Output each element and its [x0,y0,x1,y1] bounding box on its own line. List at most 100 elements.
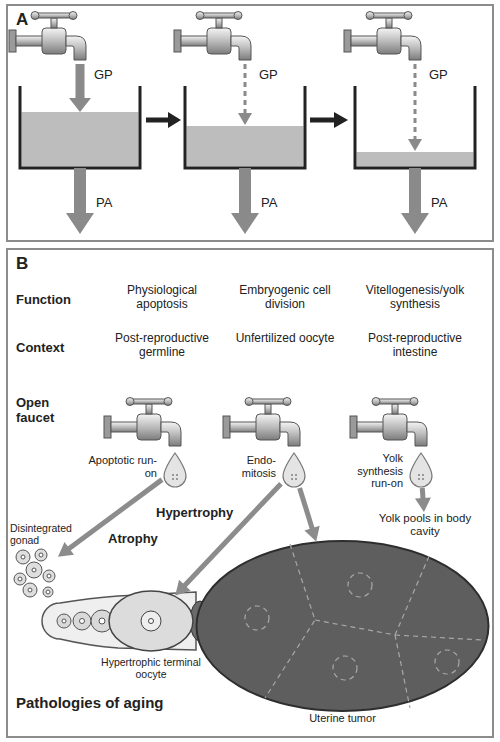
gp-streams-part [76,64,85,98]
faucets-panel-a [9,12,421,61]
drop-shape: Yolk synthesis run-on [408,452,434,488]
water-basins-part [187,126,304,167]
arrow-line [300,488,313,529]
gonad-cluster-outline-part [35,549,47,561]
gonad-cluster-outline-part [39,553,43,557]
process-label: Hypertrophy [156,506,233,521]
gp-streams [69,64,422,151]
drop-shape-outline-part [295,474,297,476]
sequence-arrows-part [334,112,348,128]
pa-drains-part [239,168,251,214]
arrow-line [420,488,426,499]
structure-label: Disintegrated gonad [10,522,90,546]
gonad-cluster-outline-part [16,550,30,564]
tumor-ellipse: Uterine tumor [195,540,490,712]
arrow-connector [415,488,431,512]
arrow-connector [300,488,320,541]
panel-letter: B [16,254,28,274]
row-heading: Context [16,341,64,356]
gonad-arm-part [57,614,71,628]
pa-drains-part [401,213,429,234]
drop-shape-outline-part [410,453,432,487]
drop-shape: Apoptotic run-on [162,452,188,488]
drop-label: Yolk synthesis run-on [343,452,403,490]
tumor-ellipse-outline-part [197,541,489,711]
drop-shape-outline-part [164,453,186,487]
gonad-cluster-outline [14,548,58,598]
water-basins [20,86,475,168]
drop-shape-outline-part [172,478,174,480]
structure-label: Uterine tumor [195,712,490,725]
arrow-head [58,542,74,557]
sequence-arrows-part [168,112,181,128]
flow-label: GP [94,68,113,83]
sequence-arrows-part [146,118,170,123]
gonad-cluster-outline-part [47,574,51,578]
arrow-connector [58,480,162,557]
gonad-cluster-outline-part [32,568,36,572]
tumor-ellipse-outline-part-part [435,650,459,674]
gp-streams-part [408,139,422,151]
gonad-arm-part [73,612,91,630]
context-text: Post-reproductive germline [107,332,217,360]
tumor-ellipse-outline-part-part [395,635,484,640]
oocyte-shape: Hypertrophic terminal oocyte [108,590,194,652]
panel-box: BApoptotic run-onEndo- mitosisYolk synth… [6,248,494,738]
faucets-panel-a-part [344,12,421,61]
drop-shape-outline [408,452,434,488]
drop-shape-outline-part [283,453,305,487]
drop-shape-outline [162,452,188,488]
drop-shape-outline-part [176,478,178,480]
flow-label: GP [259,68,278,83]
oocyte-shape-outline-part [109,591,193,651]
faucets-panel-b-part [104,398,181,447]
drop-shape-outline-part [422,478,424,480]
context-text: Post-reproductive intestine [353,332,477,360]
edge-label: Atrophy [108,532,158,547]
function-text: Physiological apoptosis [107,284,217,312]
gonad-cluster-outline-part [43,587,53,597]
oocyte-shape-outline-part [149,619,154,624]
flow-label: PA [431,196,447,211]
gonad-arm-part [62,619,66,623]
gonad-arm-part [80,619,85,624]
gp-streams-part [238,113,252,125]
gonad-arm-part [99,618,105,624]
gonad-cluster-outline-part [43,570,55,582]
context-text: Unfertilized oocyte [230,332,340,346]
flow-label: GP [429,68,448,83]
drop-shape-outline-part [291,478,293,480]
section-heading: Pathologies of aging [16,694,164,711]
gonad-cluster-outline-part [26,562,42,578]
panel-box: A [6,4,494,242]
drop-shape-outline [281,452,307,488]
drop-shape-outline-part [418,478,420,480]
flow-label: PA [261,196,277,211]
tumor-ellipse-outline-part-part [265,544,315,698]
pa-drains [66,168,429,234]
function-text: Embryogenic cell division [230,284,340,312]
arrow-line [68,480,162,549]
faucets-panel-b-part [350,398,427,447]
faucets-panel-b-part [223,398,300,447]
outcome-box: Yolk pools in body cavity [378,512,472,542]
drop-label: Apoptotic run-on [87,454,157,479]
tumor-ellipse-outline-part-part [348,573,372,597]
gp-streams-part [69,98,91,112]
oocyte-shape-outline [108,590,194,652]
gonad-cluster: Disintegrated gonad [14,548,58,598]
gonad-arm [42,592,210,650]
water-basins-part [357,152,474,167]
drop-shape-outline-part [172,474,174,476]
faucets-panel-a-part [174,12,251,61]
oocyte-shape-outline-part [141,611,161,631]
flow-label: PA [96,196,112,211]
gonad-cluster-outline-part [23,583,37,597]
gonad-cluster-outline-part [46,590,50,594]
faucets-panel-b [104,398,427,447]
row-heading: Open faucet [16,396,76,426]
gonad-cluster-outline-part [18,577,22,581]
gp-streams-part [414,64,417,140]
panel-letter: A [16,10,28,30]
